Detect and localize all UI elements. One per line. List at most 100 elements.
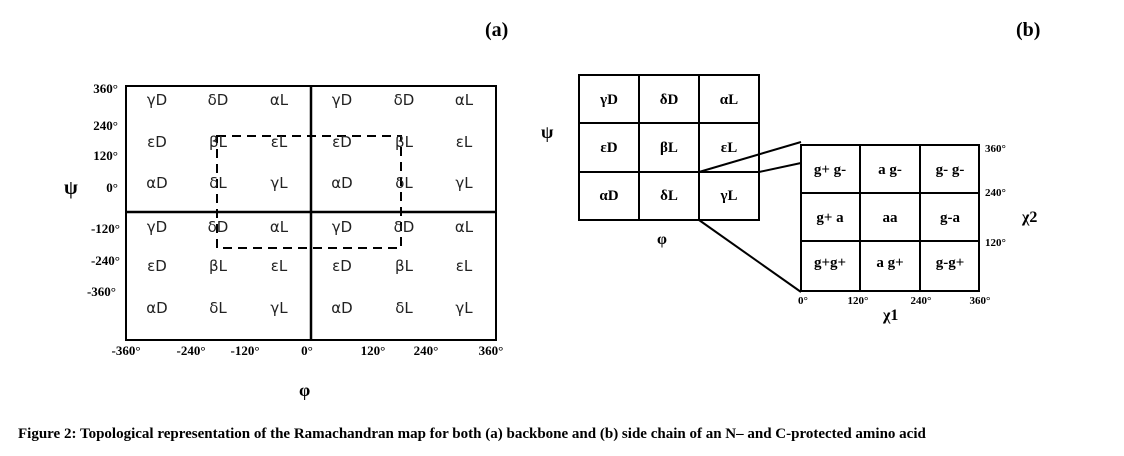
figure-caption: Figure 2: Topological representation of …: [18, 426, 926, 442]
map-a-cell-label: βL: [209, 133, 228, 151]
map-a-y-ticks: 360° 240° 120° 0° -120° -240° -360°: [87, 81, 120, 299]
map-a-y-tick: -120°: [91, 221, 120, 236]
chi2-tick: 120°: [985, 237, 1006, 249]
map-a-x-axis-label: φ: [299, 380, 310, 400]
map-a-y-tick: 240°: [93, 118, 118, 133]
map-b-border: [578, 74, 760, 221]
map-a-y-tick: 120°: [93, 148, 118, 163]
map-b-y-axis-label: ψ: [541, 122, 554, 142]
map-a-cells: γD δD αL γD δD αL εD βL εL εD βL εL αD δL γL αD δL γL γD δD…: [146, 91, 473, 317]
map-a-x-tick: 360°: [479, 343, 504, 358]
chi1-axis-label: χ1: [882, 307, 898, 324]
map-a-cell-label: δD: [394, 91, 415, 109]
map-b-cell-label: γL: [719, 188, 737, 204]
map-a-cell-label: γL: [270, 299, 288, 317]
panel-a-label: (a): [485, 19, 508, 41]
chi2-tick: 360°: [985, 143, 1006, 155]
connector-line-top: [698, 141, 802, 173]
map-a-cell-label: εL: [271, 257, 288, 275]
map-b-cell-label: εD: [600, 140, 617, 156]
map-b-cell-label: βL: [660, 140, 678, 156]
map-b-cell-label: δL: [660, 188, 678, 204]
map-a-x-ticks: -360° -240° -120° 0° 120° 240° 360°: [111, 343, 503, 358]
map-a-cell-label: γL: [270, 174, 288, 192]
map-a-cell-label: δD: [208, 218, 229, 236]
map-a-cell-label: δD: [394, 218, 415, 236]
map-a-dashed-region: [216, 135, 402, 249]
backbone-map-b: γD δD αL εD βL εL αD δL γL ψ φ: [541, 74, 760, 248]
map-a-cell-label: δL: [209, 299, 227, 317]
map-b-cells: γD δD αL εD βL εL αD δL γL: [599, 92, 738, 204]
sidechain-cells: g+ g-a g-g- g-g+ a aa g-a g+g+ a g+ g-g+: [814, 162, 965, 271]
map-a-cell-label: εD: [147, 133, 167, 151]
map-a-cell-label: αD: [331, 299, 352, 317]
map-a-y-tick: 0°: [106, 180, 118, 195]
panel-b-label: (b): [1016, 19, 1040, 41]
map-a-x-tick: 120°: [361, 343, 386, 358]
map-a-cell-label: δL: [209, 174, 227, 192]
map-a-cell-label: γD: [332, 218, 352, 236]
map-a-x-tick: 0°: [301, 343, 313, 358]
map-a-cell-label: αL: [455, 218, 474, 236]
connector-line-mid: [758, 162, 802, 173]
map-b-x-axis-label: φ: [657, 231, 667, 248]
map-a-x-tick: -360°: [111, 343, 140, 358]
map-a-cell-label: γL: [455, 174, 473, 192]
map-a-cell-label: βL: [395, 133, 414, 151]
map-a-y-tick: -240°: [91, 253, 120, 268]
map-a-cell-label: εD: [332, 133, 352, 151]
map-a-cell-label: αD: [146, 174, 167, 192]
chi2-tick: 240°: [985, 187, 1006, 199]
chi2-axis-label: χ2: [1021, 209, 1037, 226]
sidechain-cell-label: g+ a: [816, 210, 844, 226]
map-a-cell-label: αD: [331, 174, 352, 192]
map-a-cell-label: εD: [147, 257, 167, 275]
map-a-y-axis-label: ψ: [64, 177, 78, 199]
map-b-cell-label: δD: [660, 92, 679, 108]
map-a-cell-label: βL: [395, 257, 414, 275]
map-a-cell-label: αL: [455, 91, 474, 109]
chi1-ticks: 0° 120° 240° 360°: [798, 295, 990, 307]
chi1-tick: 120°: [848, 295, 869, 307]
map-a-cell-label: δL: [395, 174, 413, 192]
map-a-cell-label: δD: [208, 91, 229, 109]
sidechain-border: [800, 144, 980, 292]
map-a-cell-label: εD: [332, 257, 352, 275]
sidechain-cell-label: g- g-: [936, 162, 965, 178]
map-a-y-tick: 360°: [93, 81, 118, 96]
map-a-x-tick: 240°: [414, 343, 439, 358]
sidechain-cell-label: g+ g-: [814, 162, 846, 178]
sidechain-cell-label: g+g+: [814, 255, 846, 271]
connector-line-bottom: [698, 219, 802, 293]
sidechain-cell-label: g-g+: [936, 255, 965, 271]
map-b-cell-label: εL: [721, 140, 737, 156]
sidechain-map-b: g+ g-a g-g- g-g+ a aa g-a g+g+ a g+ g-g+ 360°…: [798, 143, 1037, 324]
map-a-cell-label: εL: [456, 257, 473, 275]
chi2-ticks: 360° 240° 120°: [985, 143, 1006, 249]
map-a-cell-label: εL: [456, 133, 473, 151]
map-a-cell-label: γD: [332, 91, 352, 109]
map-a-cell-label: γD: [147, 218, 167, 236]
map-b-cell-label: αL: [720, 92, 738, 108]
chi1-tick: 360°: [970, 295, 991, 307]
ramachandran-map-a: γD δD αL γD δD αL εD βL εL εD βL εL αD δL γL αD δL γL γD δD…: [64, 81, 503, 400]
sidechain-cell-label: aa: [883, 210, 899, 226]
map-a-cell-label: γD: [147, 91, 167, 109]
map-a-cell-label: αL: [270, 218, 289, 236]
map-a-cell-label: αD: [146, 299, 167, 317]
sidechain-cell-label: a g+: [876, 255, 903, 271]
map-a-x-tick: -120°: [230, 343, 259, 358]
map-a-cell-label: γL: [455, 299, 473, 317]
sidechain-cell-label: a g-: [878, 162, 902, 178]
map-a-x-tick: -240°: [176, 343, 205, 358]
sidechain-cell-label: g-a: [940, 210, 960, 226]
chi1-tick: 240°: [911, 295, 932, 307]
map-a-cell-label: εL: [271, 133, 288, 151]
map-b-cell-label: γD: [599, 92, 618, 108]
map-a-cell-label: αL: [270, 91, 289, 109]
chi1-tick: 0°: [798, 295, 808, 307]
map-a-y-tick: -360°: [87, 284, 116, 299]
map-a-cell-label: βL: [209, 257, 228, 275]
map-b-cell-label: αD: [599, 188, 618, 204]
